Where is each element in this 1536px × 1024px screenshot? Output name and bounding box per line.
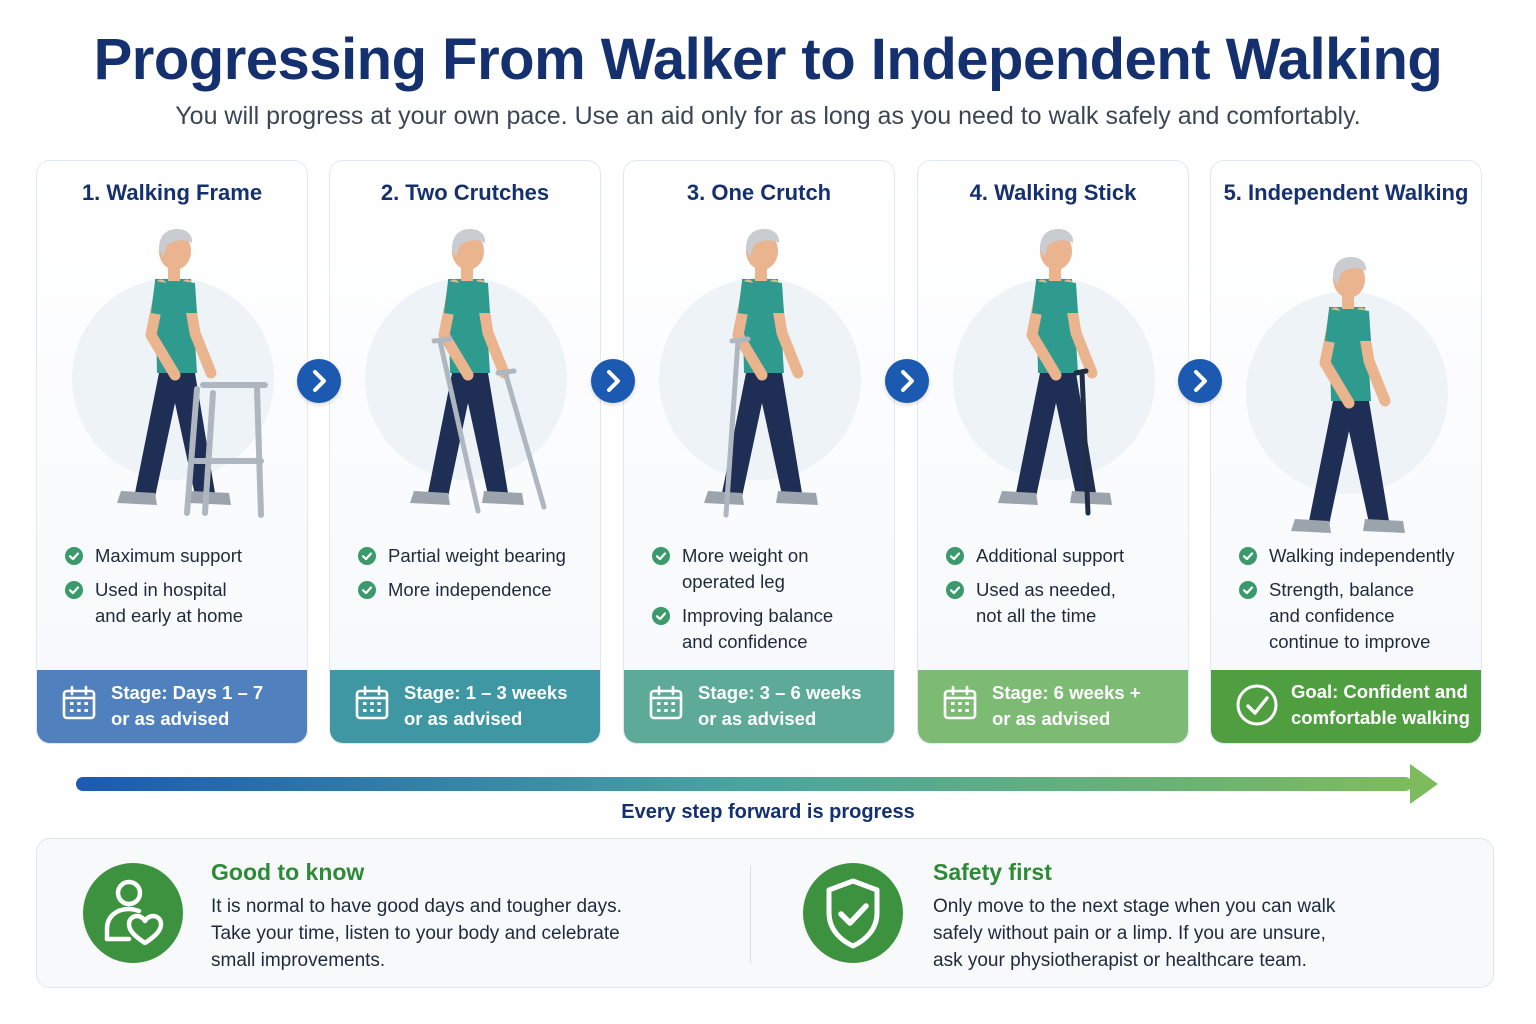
page-title: Progressing From Walker to Independent W… [93,27,1443,92]
stage-duration: Stage: 3 – 6 weeks [698,682,862,703]
walking-figure-illustration [953,229,1155,516]
stage-footer: Goal: Confident and comfortable walking [1211,670,1481,743]
stage-note: comfortable walking [1291,707,1470,728]
stage-bullet: More independence [358,577,584,603]
stage-footer: Stage: 3 – 6 weeks or as advised [624,670,894,743]
next-stage-button-1[interactable] [297,359,341,403]
stage-title: 1. Walking Frame [81,180,263,205]
safety-first-title: Safety first [933,859,1052,885]
stage-title: 2. Two Crutches [380,180,550,205]
stage-footer: Stage: 1 – 3 weeks or as advised [330,670,600,743]
stage-title: 5. Independent Walking [1223,180,1469,205]
check-circle-icon [65,581,83,599]
check-circle-icon [652,607,670,625]
walking-figure-illustration [659,229,861,518]
shield-check-icon [803,863,903,963]
stage-footer: Stage: 6 weeks + or as advised [918,670,1188,743]
stage-note: or as advised [404,708,523,729]
chevron-right-icon [607,370,620,392]
stage-note: or as advised [111,708,230,729]
calendar-icon [943,685,977,720]
calendar-icon [355,685,389,720]
good-to-know-title: Good to know [211,859,365,885]
walking-figure-illustration [365,229,567,514]
check-circle-icon [65,547,83,565]
next-stage-button-2[interactable] [591,359,635,403]
stage-bullet: Walking independently [1239,543,1465,569]
calendar-icon [62,685,96,720]
info-panel: Good to know It is normal to have good d… [36,838,1494,988]
check-circle-icon [1239,547,1257,565]
progress-arrow [76,764,1438,804]
page-subtitle: You will progress at your own pace. Use … [175,102,1361,130]
person-heart-icon [83,863,183,963]
stage-title: 3. One Crutch [686,180,832,205]
check-circle-icon [946,581,964,599]
info-divider [750,865,751,963]
stage-duration: Goal: Confident and [1291,681,1468,702]
check-circle-icon [652,547,670,565]
safety-first-text: Only move to the next stage when you can… [933,896,1336,971]
stage-bullet: Partial weight bearing [358,543,584,569]
chevron-right-icon [313,370,326,392]
stage-duration: Stage: 1 – 3 weeks [404,682,568,703]
check-circle-icon [1239,581,1257,599]
check-circle-icon [1236,684,1278,726]
stage-note: or as advised [698,708,817,729]
calendar-icon [649,685,683,720]
check-circle-icon [358,581,376,599]
good-to-know-text: It is normal to have good days and tough… [211,896,622,971]
stage-duration: Stage: 6 weeks + [992,682,1141,703]
check-circle-icon [358,547,376,565]
chevron-right-icon [901,370,914,392]
progress-label: Every step forward is progress [621,801,915,823]
stage-bullet: Additional support [946,543,1172,569]
stage-note: or as advised [992,708,1111,729]
check-circle-icon [946,547,964,565]
next-stage-button-4[interactable] [1178,359,1222,403]
stage-duration: Stage: Days 1 – 7 [111,682,264,703]
walking-figure-illustration [1246,257,1448,533]
walking-figure-illustration [72,229,274,518]
next-stage-button-3[interactable] [885,359,929,403]
stage-bullet: Maximum support [65,543,291,569]
stage-title: 4. Walking Stick [969,180,1137,205]
stage-bullet: Used as needed,not all the time [946,577,1172,629]
chevron-right-icon [1194,370,1207,392]
stage-footer: Stage: Days 1 – 7 or as advised [37,670,307,743]
